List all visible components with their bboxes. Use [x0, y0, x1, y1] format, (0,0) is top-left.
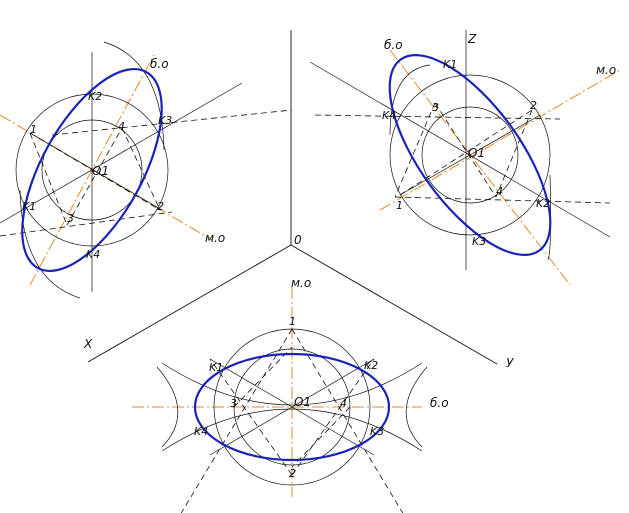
right-point-label: 4 — [496, 185, 503, 198]
right-point-label: 1 — [396, 199, 403, 212]
right-dashed-line — [495, 109, 533, 198]
left-diagonal-line — [0, 82, 243, 224]
bottom-dashed-line — [291, 406, 351, 468]
isometric-axes: 0 X У Z — [83, 30, 514, 370]
right-ellipse — [388, 54, 552, 256]
right-large-circle — [389, 74, 551, 236]
bottom-dashed-line — [291, 328, 404, 513]
right-arc — [547, 174, 552, 261]
left-point-label: K3 — [158, 114, 172, 127]
right-diagonal-line — [309, 61, 611, 238]
right-ellipse-construction: O1 м.о б.о 1 2 3 4 K1 K2 K3 K4 — [309, 30, 621, 286]
right-diagonal-line — [399, 114, 541, 196]
axis-x-label: X — [83, 337, 93, 351]
left-small-circle — [41, 119, 143, 221]
left-arc — [103, 41, 165, 151]
axis-z-label: Z — [467, 32, 477, 46]
right-minor-axis-label: м.о — [596, 63, 616, 77]
right-minor-axis-line — [379, 69, 621, 211]
bottom-arc — [156, 366, 179, 448]
left-minor-axis-label: м.о — [205, 231, 225, 245]
bottom-point-label: 4 — [340, 397, 347, 410]
right-dashed-line — [314, 114, 561, 120]
bottom-minor-axis-label: м.о — [291, 276, 311, 290]
left-point-label: K1 — [22, 200, 36, 213]
right-arc — [389, 64, 431, 136]
bottom-point-label: K4 — [194, 425, 208, 438]
bottom-dashed-line — [291, 358, 375, 476]
left-dashed-line — [29, 132, 161, 211]
bottom-arc — [405, 366, 428, 448]
left-point-label: 3 — [67, 212, 74, 225]
right-point-label: 2 — [530, 99, 537, 112]
left-point-label: K2 — [88, 90, 102, 103]
right-dashed-line — [434, 102, 497, 198]
left-dashed-line — [29, 132, 68, 226]
left-large-circle — [15, 93, 169, 247]
bottom-diagonal-line — [209, 358, 375, 456]
left-point-label: K4 — [86, 248, 100, 261]
axis-y-label: У — [506, 356, 514, 370]
bottom-point-label: K2 — [364, 359, 378, 372]
right-dashed-line — [394, 196, 611, 204]
axis-y — [290, 244, 498, 365]
right-center-label: O1 — [468, 146, 485, 160]
left-ellipse-construction: O1 м.о б.о 1 2 3 4 K1 K2 K3 K4 — [0, 41, 293, 299]
bottom-dashed-line — [180, 328, 293, 513]
right-point-label: K3 — [472, 235, 486, 248]
bottom-point-label: K1 — [209, 361, 223, 374]
bottom-large-circle — [213, 328, 371, 486]
left-major-axis-label: б.о — [150, 57, 169, 71]
left-arc — [19, 189, 81, 299]
axis-origin-label: 0 — [294, 233, 302, 247]
left-dashed-line — [0, 211, 173, 237]
bottom-point-label: 2 — [289, 467, 296, 480]
bottom-dashed-line — [233, 346, 293, 408]
right-point-label: K4 — [382, 109, 396, 122]
bottom-arc — [161, 408, 423, 452]
bottom-small-circle — [233, 348, 351, 466]
bottom-ellipse — [193, 352, 391, 462]
right-major-axis-line — [389, 49, 571, 286]
left-point-label: 1 — [30, 123, 37, 136]
bottom-point-label: 3 — [230, 397, 237, 410]
bottom-center-label: O1 — [294, 395, 311, 409]
bottom-point-label: 1 — [289, 315, 296, 328]
bottom-point-label: K3 — [370, 425, 384, 438]
bottom-ellipse-construction: O1 м.о б.о 1 2 3 4 K1 K2 K3 K4 — [132, 276, 449, 513]
right-point-label: K1 — [443, 58, 457, 71]
bottom-major-axis-label: б.о — [430, 396, 449, 410]
right-dashed-line — [394, 102, 436, 198]
bottom-arc — [161, 362, 423, 406]
right-major-axis-label: б.о — [384, 38, 403, 52]
right-point-label: 3 — [432, 101, 439, 114]
right-small-circle — [421, 106, 519, 204]
left-point-label: 4 — [118, 120, 125, 133]
axis-x — [87, 244, 292, 363]
bottom-dashed-line — [209, 358, 293, 476]
right-point-label: K2 — [536, 197, 550, 210]
left-dashed-line — [51, 109, 293, 136]
left-dashed-line — [66, 127, 123, 226]
left-point-label: 2 — [157, 200, 164, 213]
left-dashed-line — [121, 127, 161, 211]
left-center-label: O1 — [92, 164, 109, 178]
